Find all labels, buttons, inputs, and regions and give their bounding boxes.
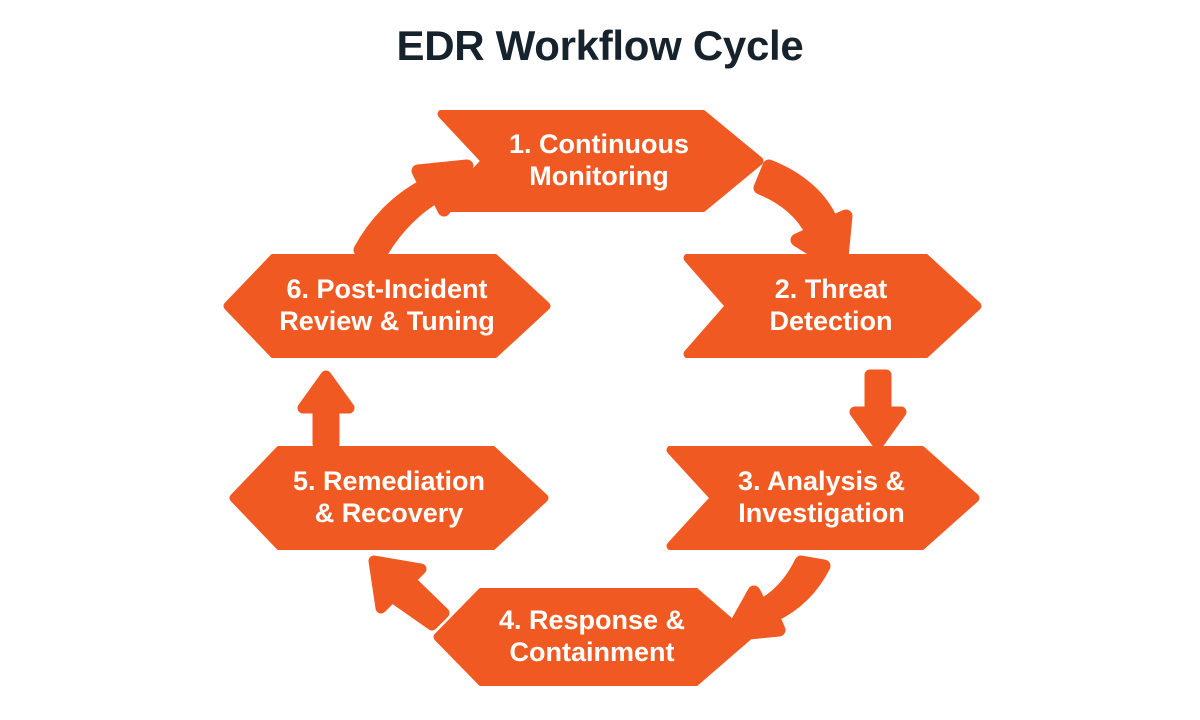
node-5-remediation-recovery[interactable]: 5. Remediation & Recovery — [228, 446, 550, 550]
node-1-continuous-monitoring[interactable]: 1. Continuous Monitoring — [434, 110, 764, 212]
arrow-node5-to-node6 — [297, 370, 355, 450]
node-1-label: 1. Continuous Monitoring — [509, 129, 689, 191]
node-3-label: 3. Analysis & Investigation — [737, 466, 906, 528]
node-1-chevron-shape — [437, 110, 764, 212]
node-6-post-incident-review[interactable]: 6. Post-Incident Review & Tuning — [222, 254, 552, 358]
arrow-node1-to-node2 — [753, 159, 853, 275]
node-2-threat-detection[interactable]: 2. Threat Detection — [680, 254, 982, 358]
node-4-response-containment[interactable]: 4. Response & Containment — [432, 588, 752, 686]
node-5-label: 5. Remediation & Recovery — [292, 466, 486, 528]
node-3-chevron-shape — [666, 446, 980, 550]
node-4-hexagon-shape — [433, 588, 752, 686]
node-4-label: 4. Response & Containment — [498, 605, 686, 667]
page-title: EDR Workflow Cycle — [396, 22, 804, 69]
node-2-chevron-shape — [683, 254, 982, 358]
node-6-label: 6. Post-Incident Review & Tuning — [279, 274, 495, 336]
node-2-label: 2. Threat Detection — [769, 274, 893, 336]
node-5-hexagon-shape — [229, 446, 549, 550]
node-6-hexagon-shape — [223, 254, 551, 358]
arrow-node2-to-node3 — [849, 369, 907, 450]
node-3-analysis-investigation[interactable]: 3. Analysis & Investigation — [663, 446, 980, 550]
